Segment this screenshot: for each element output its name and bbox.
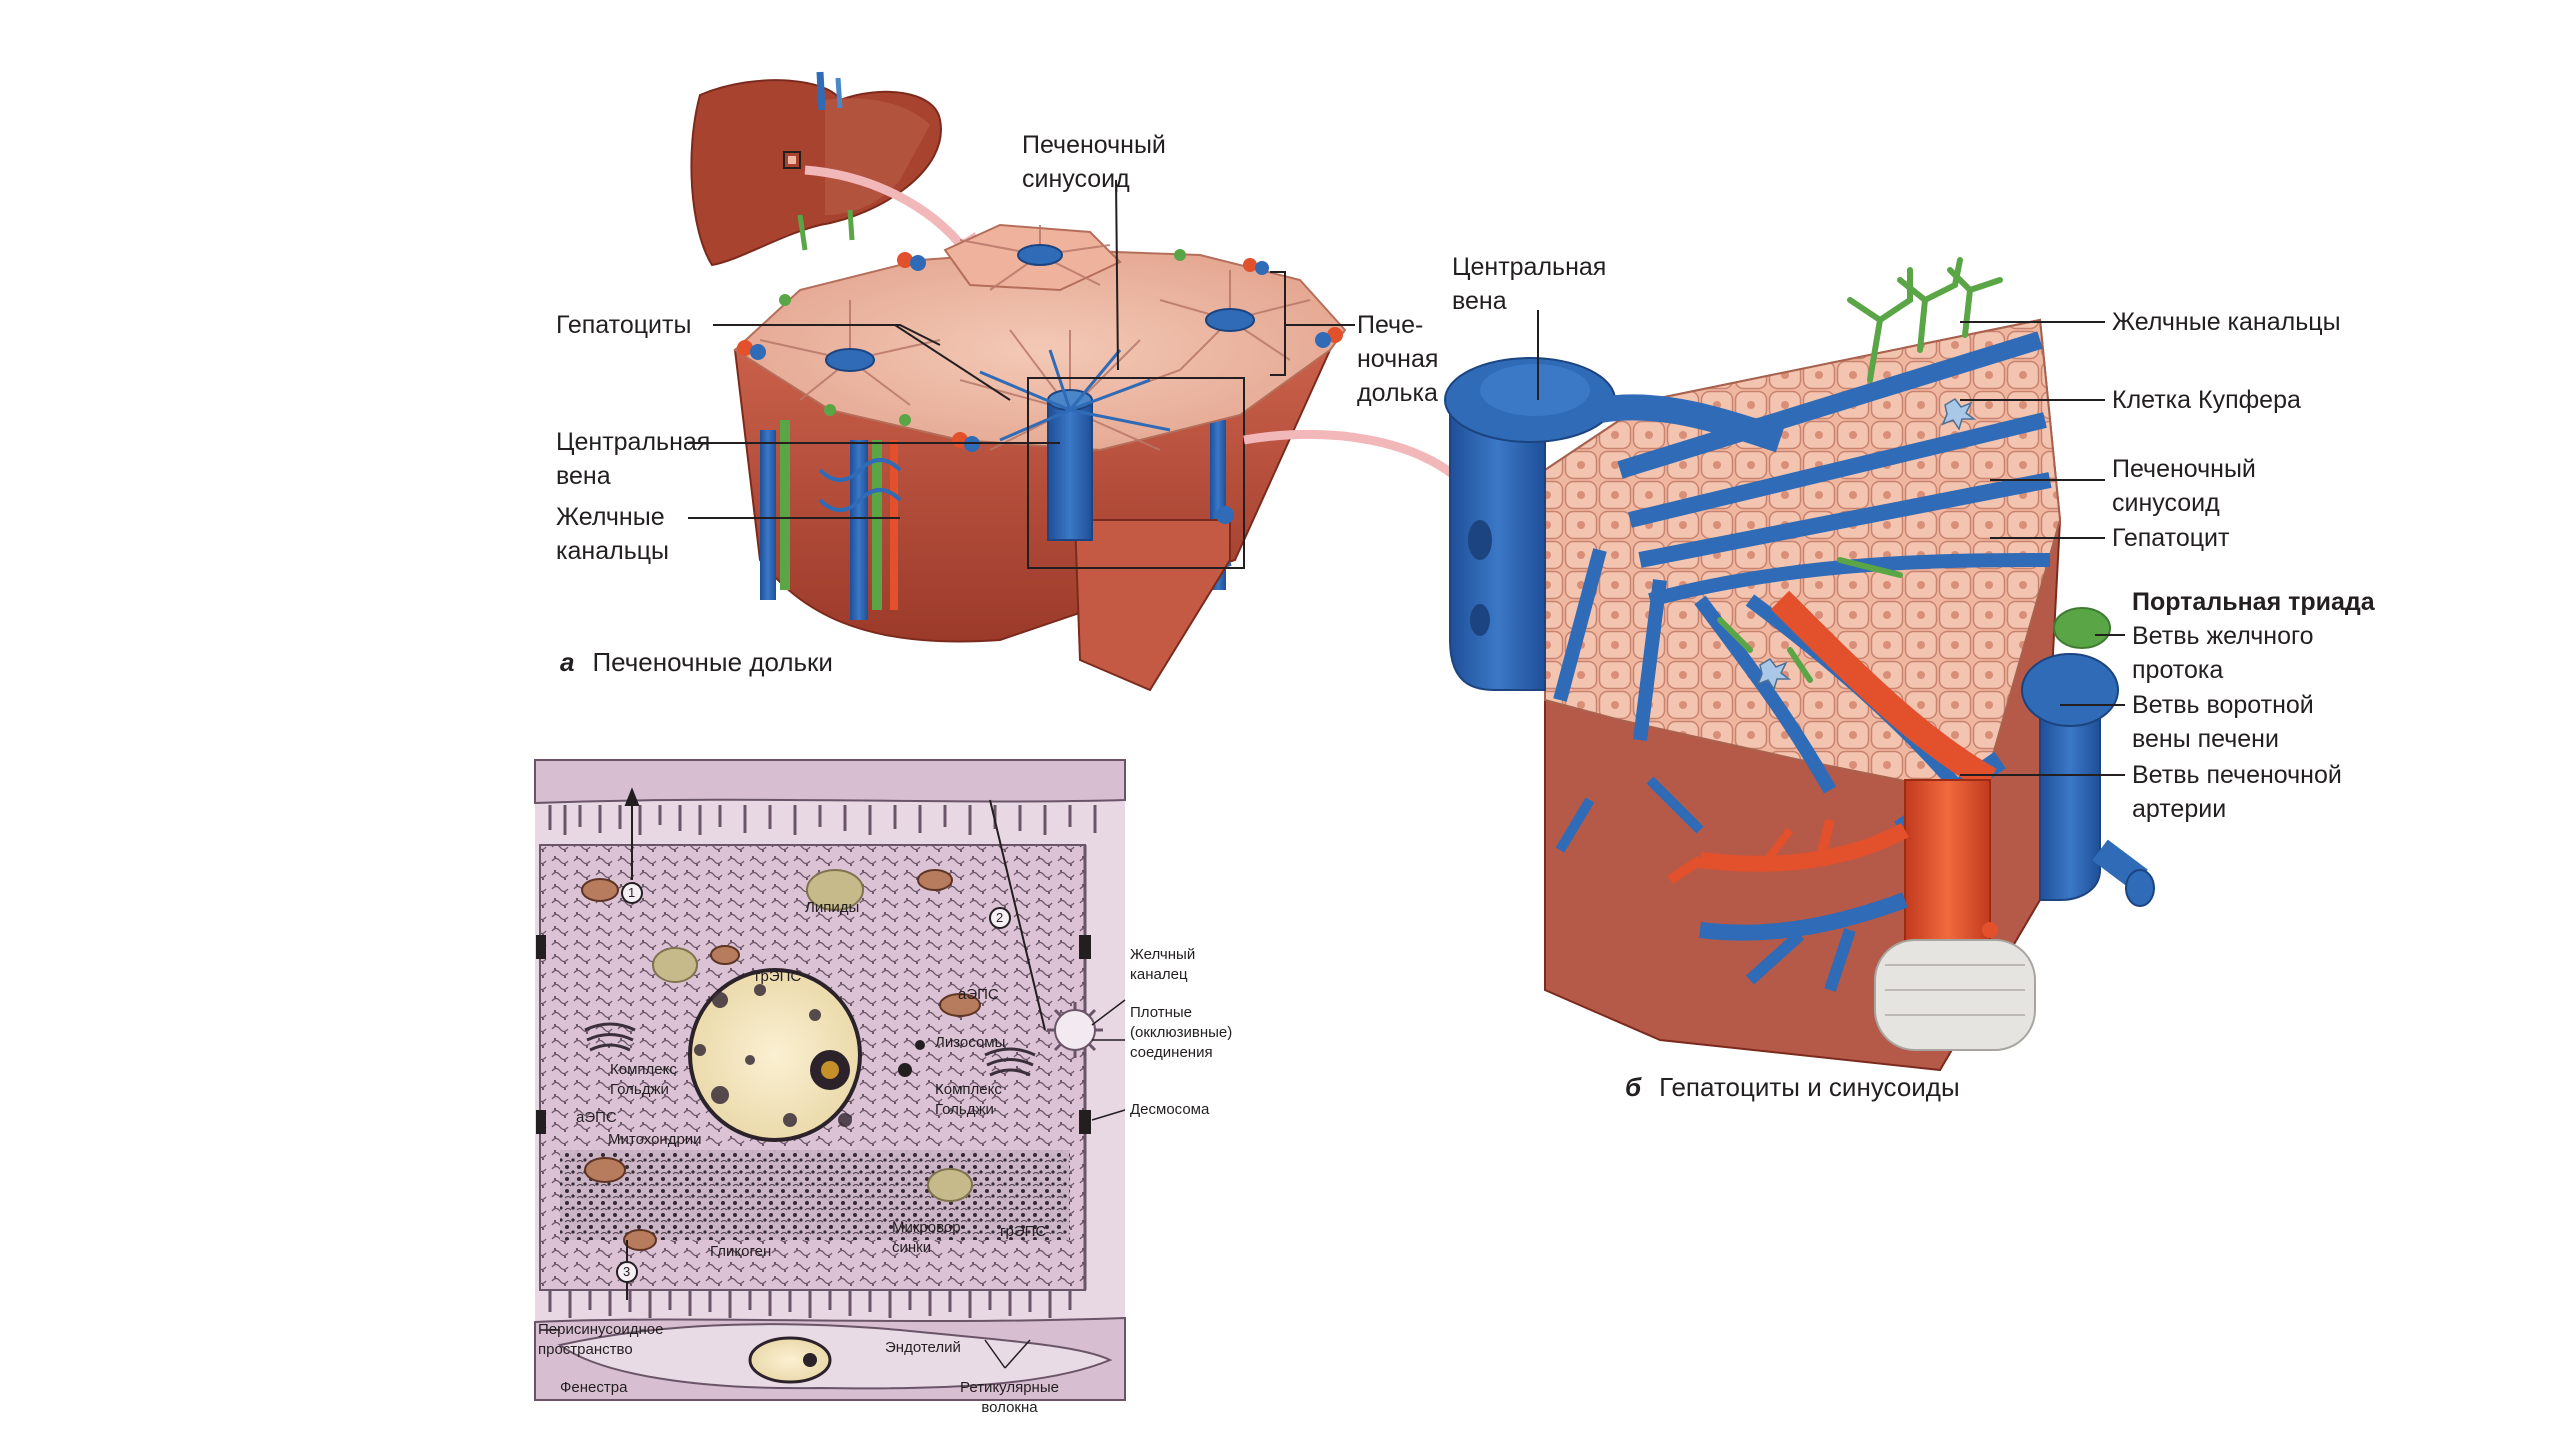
leaders-c	[540, 999, 1126, 1369]
transport-arrows	[624, 787, 1046, 1300]
label-microvilli-c: Микровор- синки	[892, 1219, 966, 1256]
label-central-vein-b: Центральная вена	[1452, 253, 1607, 315]
label-bile-canaliculi-a: Желчные канальцы	[556, 503, 670, 565]
label-hepatocytes-a: Гепатоциты	[556, 311, 692, 339]
label-tight-junctions-c: Плотные (окклюзивные) соединения	[1130, 1004, 1233, 1061]
glycogen-region	[560, 1150, 1070, 1240]
label-glycogen-c: Гликоген	[710, 1243, 772, 1260]
caption-b: б Гепатоциты и синусоиды	[1625, 1070, 1960, 1104]
mitochondria	[581, 869, 981, 1251]
bile-duct-b	[2053, 607, 2111, 649]
label-rough-er-c: грЭПС	[755, 968, 802, 985]
leaders-b	[1537, 310, 2125, 776]
label-bile-canal-c: Желчный каналец	[1130, 946, 1196, 983]
label-hepatic-artery-b: Ветвь печеночной артерии	[2132, 761, 2342, 823]
label-bile-canaliculi-b: Желчные канальцы	[2112, 308, 2341, 336]
label-reticular-c: Ретикулярные волокна	[960, 1379, 1059, 1416]
label-kupffer-b: Клетка Купфера	[2112, 386, 2301, 414]
label-num1-c: 1	[628, 885, 636, 900]
label-sinusoid-a: Печеночный синусоид	[1022, 131, 1166, 193]
sinusoids-a	[979, 349, 1171, 442]
caption-b-text: Гепатоциты и синусоиды	[1659, 1072, 1960, 1102]
label-ser-top-c: аЭПС	[958, 986, 999, 1003]
label-lysosomes-c: Лизосомы	[935, 1034, 1006, 1051]
zoom-arrow-a	[804, 165, 969, 253]
label-portal-vein-b: Ветвь воротной вены печени	[2132, 691, 2314, 753]
label-num2-c: 2	[996, 910, 1004, 925]
label-num3-c: 3	[623, 1264, 631, 1279]
microvilli-bottom	[548, 1290, 1072, 1318]
golgi-stacks	[584, 1022, 1036, 1077]
caption-a-letter: а	[560, 647, 575, 677]
label-portal-triad-b: Портальная триада	[2132, 588, 2375, 616]
label-mitochondria-c: Митохондрии	[608, 1131, 702, 1148]
hepatic-artery-b	[1667, 590, 1998, 951]
zoom-arrow-b	[1243, 429, 1469, 489]
sinusoids-b	[1553, 331, 2052, 795]
lower-branches-b	[1555, 776, 1908, 992]
label-bile-duct-b: Ветвь желчного протока	[2132, 622, 2314, 684]
label-golgi-left-c: Комплекс Гольджи	[610, 1061, 677, 1098]
label-perisinusoidal-c: Перисинусоидное пространство	[538, 1321, 664, 1358]
portal-vein-b	[1894, 653, 2155, 907]
label-ser-left-c: аЭПС	[576, 1109, 617, 1126]
leaders-a	[688, 179, 1355, 519]
liver-zoom-box	[783, 151, 801, 169]
microvilli-top	[548, 805, 1097, 835]
label-desmosome-c: Десмосома	[1130, 1101, 1210, 1118]
label-rough-er-bottom-c: грЭПС	[1000, 1223, 1047, 1240]
panel-c-ultrastructure	[534, 759, 1126, 1401]
label-golgi-right-c: Комплекс Гольджи	[935, 1081, 1002, 1118]
caption-a-text: Печеночные дольки	[592, 647, 833, 677]
label-lobule-a: Пече- ночная долька	[1357, 311, 1439, 407]
label-fenestra-c: Фенестра	[560, 1379, 628, 1396]
caption-a: а Печеночные дольки	[560, 645, 833, 679]
label-hepatocyte-b: Гепатоцит	[2112, 524, 2230, 552]
label-endothelium-c: Эндотелий	[885, 1339, 961, 1356]
endothelial-cell	[557, 1323, 1113, 1390]
label-sinusoid-b: Печеночный синусоид	[2112, 455, 2256, 517]
label-central-vein-a: Центральная вена	[556, 428, 711, 490]
lipid-droplet	[652, 947, 698, 983]
central-vein-column	[1047, 399, 1093, 541]
central-vein-b	[1444, 357, 1785, 691]
zoom-box-a	[1027, 377, 1245, 569]
bile-canaliculi-b	[1717, 257, 2003, 683]
panel-a-lobules	[688, 71, 1485, 692]
caption-b-letter: б	[1625, 1072, 1642, 1102]
panel-b-hepatocytes	[1444, 257, 2155, 1072]
kupffer-cells	[1756, 398, 1977, 691]
vessel-stump-b	[1874, 939, 2036, 1051]
label-lipids-c: Липиды	[805, 899, 860, 916]
